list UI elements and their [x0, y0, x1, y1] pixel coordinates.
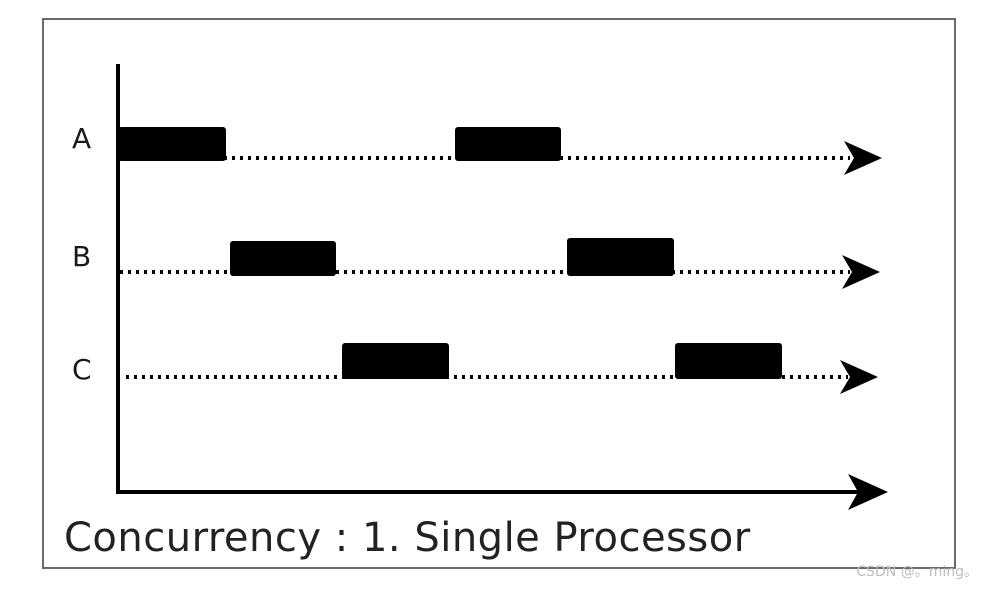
slice-a-1	[118, 127, 226, 161]
slice-b-1	[230, 241, 336, 276]
x-axis-arrowhead	[848, 474, 888, 510]
timeline-b-arrowhead	[842, 255, 880, 289]
slice-a-2	[455, 127, 561, 161]
timeline-c-arrowhead	[840, 360, 878, 394]
watermark: CSDN @。ming。	[856, 564, 978, 580]
timeline-a-arrowhead	[844, 141, 882, 175]
slice-c-2	[675, 343, 782, 379]
slice-c-1	[342, 343, 449, 379]
diagram-frame	[42, 18, 956, 569]
diagram-caption: Concurrency : 1. Single Processor	[64, 515, 751, 561]
slice-b-2	[567, 238, 674, 276]
thread-label-a: A	[72, 122, 92, 155]
thread-label-c: C	[72, 353, 92, 386]
thread-label-b: B	[72, 240, 92, 273]
